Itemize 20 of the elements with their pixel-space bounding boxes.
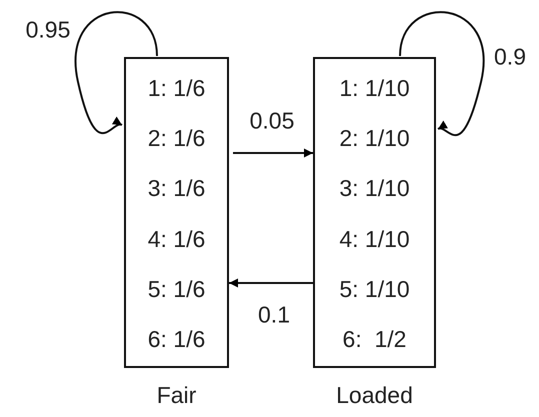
emission-probability: 6: 1/6 (148, 324, 206, 354)
emission-probability: 5: 1/6 (148, 274, 206, 304)
emission-probability: 3: 1/10 (339, 174, 410, 204)
arrow (233, 148, 313, 158)
emission-probability: 3: 1/6 (148, 174, 206, 204)
emission-probability: 1: 1/10 (339, 74, 410, 103)
emission-probability: 5: 1/10 (339, 274, 410, 304)
state-name: Loaded (336, 382, 413, 409)
arrow (399, 11, 484, 136)
arrow (74, 11, 158, 134)
arrow (229, 278, 313, 288)
emission-probability: 6: 1/2 (342, 324, 406, 354)
emission-probability: 2: 1/10 (339, 124, 410, 154)
state-box (124, 57, 229, 368)
emission-probability: 4: 1/10 (339, 224, 410, 254)
state-name: Fair (156, 382, 196, 409)
emission-probability: 4: 1/6 (148, 224, 206, 254)
state-box (313, 57, 436, 368)
emission-probability: 1: 1/6 (148, 74, 206, 103)
emission-probability: 2: 1/6 (148, 124, 206, 154)
